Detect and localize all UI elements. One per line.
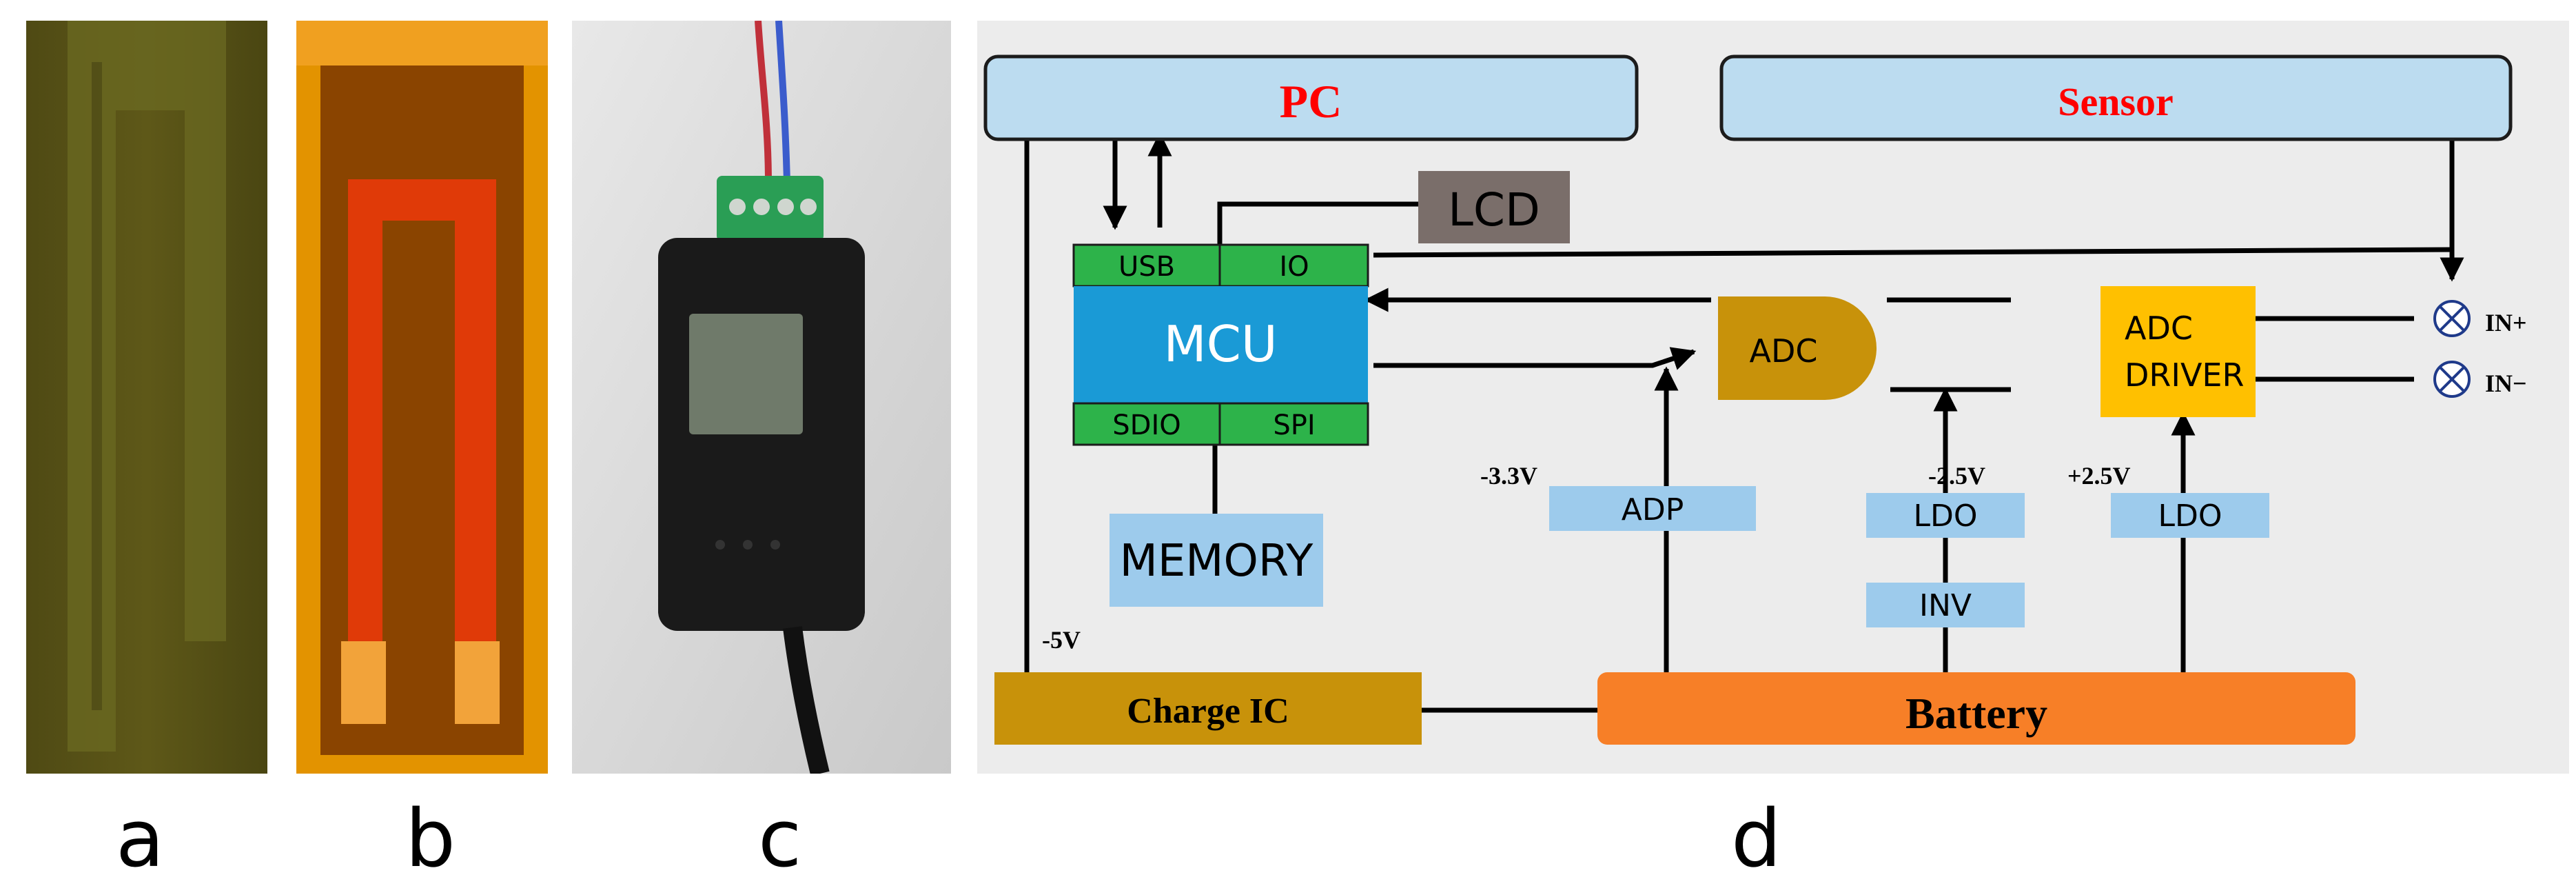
charge-ic-label: Charge IC [1127,692,1289,731]
voltage-minus-5: -5V [1042,626,1081,654]
pc-box [983,54,1639,141]
photo-panel-b [296,21,548,774]
mcu-box [1074,286,1368,403]
spi-label: SPI [1273,410,1315,441]
memory-label: MEMORY [1120,536,1314,587]
sensor-label: Sensor [2058,79,2174,124]
device-photo-c [572,21,951,774]
block-diagram-panel-d: PC Sensor LCD USB IO MCU SDIO SPI MEMORY… [977,21,2569,774]
photo-panel-a [26,21,267,774]
adp-label: ADP [1622,492,1684,527]
in-minus-label: IN− [2485,370,2527,397]
sensor-photo-b [296,21,548,774]
lcd-label: LCD [1448,183,1540,236]
inv-box [1866,583,2025,627]
ldo-label-right: LDO [2158,499,2222,534]
usb-label: USB [1118,251,1175,283]
ldo-box-left [1866,493,2025,538]
in-plus-label: IN+ [2485,309,2527,336]
in-plus-terminal [2433,300,2471,337]
charge-ic-box [994,672,1422,745]
adc-driver-label-line1: ADC [2125,310,2193,347]
voltage-minus-3-3: -3.3V [1480,462,1537,490]
system-block-diagram: PC Sensor LCD USB IO MCU SDIO SPI MEMORY… [977,21,2569,774]
voltage-minus-2-5: -2.5V [1928,462,1985,490]
adc-block [1718,296,1877,400]
pc-label: PC [1280,75,1342,128]
adc-driver-label-line2: DRIVER [2125,356,2244,394]
lcd-box [1418,171,1570,243]
io-port [1218,243,1369,288]
in-minus-terminal [2433,361,2471,398]
caption-c: c [758,793,802,885]
caption-d: d [1731,793,1781,885]
voltage-plus-2-5: +2.5V [2067,462,2131,490]
sensor-box [1719,54,2513,141]
mcu-label: MCU [1163,315,1277,373]
photo-panel-c [572,21,951,774]
sdio-port [1072,402,1221,446]
sensor-photo-a [26,21,267,774]
spi-port [1218,402,1369,446]
inv-label: INV [1919,588,1972,623]
sdio-label: SDIO [1112,410,1180,441]
ldo-label-left: LDO [1913,499,1977,534]
memory-box [1110,514,1323,607]
ldo-box-right [2111,493,2269,538]
io-label: IO [1279,251,1309,283]
battery-label: Battery [1905,689,2047,738]
caption-a: a [116,793,165,885]
battery-box [1597,672,2355,745]
adc-driver-box [2100,286,2256,417]
adc-label: ADC [1749,332,1817,370]
caption-b: b [405,793,456,885]
adp-box [1549,486,1756,531]
